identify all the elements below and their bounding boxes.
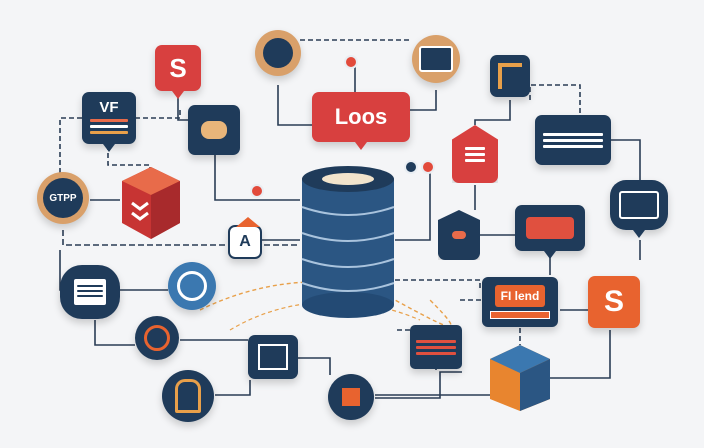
gtpp-label: GTPP [49,192,77,204]
power-icon [144,325,170,351]
a-box[interactable]: A [228,217,262,259]
filend-label: FI lend [500,289,540,303]
target-pin-icon [177,271,207,301]
gtpp-pin[interactable]: GTPP [37,172,89,224]
bird-pin[interactable] [255,30,301,76]
red-list-box[interactable] [410,325,462,369]
tools-tag[interactable] [438,210,480,260]
person-pin[interactable] [162,370,214,422]
monitor-pin[interactable] [412,35,460,83]
s-top-label: S [169,52,187,83]
coins-icon [201,121,227,139]
loos-bubble[interactable]: Loos [312,92,410,150]
checklist-icon [258,344,288,370]
node-dot [250,184,264,198]
vf-box[interactable]: VF [82,92,136,152]
list-icon [416,337,456,358]
grid-pin[interactable] [610,180,668,238]
box-icon [342,388,360,406]
node-dot [344,55,358,69]
sign-icon [526,217,574,239]
person-icon [175,379,201,413]
coins-box[interactable] [188,105,240,155]
document-pin[interactable] [60,265,120,319]
s-right-label: S [603,285,624,318]
node-dot [404,160,418,174]
laptop-panel[interactable]: FI lend [482,277,558,327]
database-icon [300,165,396,320]
vf-label: VF [99,99,119,116]
target-pin[interactable] [168,262,216,310]
laptop-icon: FI lend [494,285,546,307]
graduation-cap-icon [236,217,260,227]
box-pin[interactable] [328,374,374,420]
list-icon [465,144,485,165]
table-panel[interactable] [535,115,611,165]
sign-bubble[interactable] [515,205,585,259]
crane-box[interactable] [490,55,530,97]
bird-icon [263,38,293,68]
node-dot [421,160,435,174]
s-bubble-top[interactable]: S [155,45,201,99]
blue-cube-icon[interactable] [488,343,552,418]
s-box-right[interactable]: S [588,276,640,328]
grid-icon [543,130,603,151]
checklist-box[interactable] [248,335,298,379]
a-label: A [239,233,251,250]
wrench-icon [452,231,466,239]
loos-label: Loos [334,104,388,129]
document-icon [74,279,106,305]
monitor-icon [419,46,453,72]
crane-icon [498,63,522,89]
power-pin[interactable] [135,316,179,360]
cube-icon[interactable] [120,165,182,246]
grid-icon [619,191,659,219]
